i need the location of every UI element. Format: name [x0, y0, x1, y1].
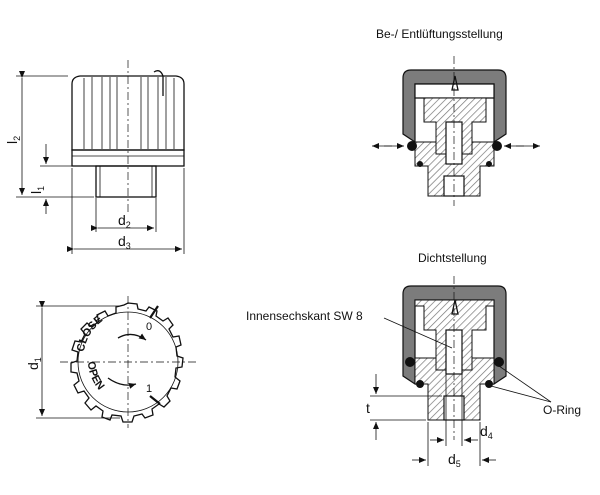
leader-o-ring-2 [490, 385, 552, 403]
sealing-body [414, 357, 495, 421]
sealing-o-ring-lower-left [416, 380, 424, 388]
top-view-knurled-outline [70, 302, 184, 423]
dimension-d4: d4 [480, 423, 493, 441]
section-sealing: Dichtstellung t d4 d5 Innensechskant SW … [246, 251, 581, 469]
dimension-d3: d3 [118, 233, 131, 251]
cap-mark-1: 1 [146, 383, 152, 395]
top-view-lever-top [149, 305, 159, 319]
venting-o-ring-right [492, 141, 502, 151]
leader-hex-socket [383, 317, 453, 349]
venting-tip [451, 75, 459, 91]
venting-cap-shell [402, 69, 507, 144]
dimension-t: t [366, 400, 370, 416]
dimension-d2: d2 [118, 212, 131, 230]
side-view: l2 l1 d2 d3 [4, 60, 185, 254]
sealing-o-ring-left [405, 357, 415, 367]
venting-o-ring-lower-right [486, 161, 492, 167]
cap-text-open: OPEN [85, 361, 107, 393]
side-view-knurl-lines [83, 77, 175, 149]
label-sealing-position: Dichtstellung [418, 251, 487, 265]
label-venting-position: Be-/ Entlüftungsstellung [376, 27, 503, 41]
close-arrow-icon [117, 333, 147, 341]
label-hex-socket: Innensechskant SW 8 [246, 309, 363, 323]
cap-mark-0: 0 [146, 321, 152, 333]
cap-text-close: CLOSE [75, 313, 105, 352]
venting-vent-gap [414, 83, 495, 99]
sealing-o-ring-right [494, 357, 504, 367]
top-view-lever-bottom [149, 395, 161, 405]
dimension-l2: l2 [4, 136, 22, 144]
sealing-cap-shell [402, 285, 507, 386]
dimension-d1: d1 [25, 357, 43, 370]
venting-o-ring-left [407, 141, 417, 151]
dimension-d5: d5 [448, 451, 461, 469]
label-o-ring: O-Ring [543, 403, 581, 417]
section-venting: Be-/ Entlüftungsstellung [372, 27, 540, 206]
top-view: CLOSE OPEN 0 1 d1 [25, 296, 196, 428]
open-arrow-icon [107, 377, 137, 389]
side-view-thread [95, 165, 157, 198]
sealing-tip [451, 299, 459, 315]
dimension-l1: l1 [28, 186, 46, 194]
venting-o-ring-lower-left [417, 161, 423, 167]
leader-o-ring-1 [498, 365, 552, 403]
sealing-o-ring-lower-right [485, 380, 493, 388]
side-view-lever [153, 70, 164, 96]
side-view-cap [71, 75, 185, 151]
venting-body [414, 141, 495, 197]
